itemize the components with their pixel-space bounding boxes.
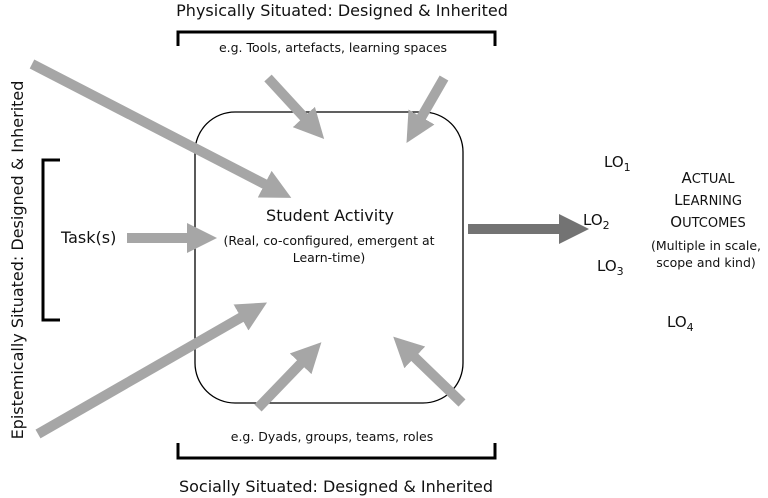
outcomes-line-1: ACTUAL bbox=[681, 169, 735, 187]
physical-title: Physically Situated: Designed & Inherite… bbox=[176, 1, 508, 20]
outcomes-subtitle: (Multiple in scale, scope and kind) bbox=[650, 238, 762, 270]
outcomes-line-2: LEARNING bbox=[674, 191, 742, 209]
activity-subtitle: (Real, co-configured, emergent at Learn-… bbox=[223, 233, 435, 265]
lo-3-label: LO3 bbox=[597, 257, 624, 278]
arrow-physical-left bbox=[264, 74, 325, 140]
activity-title: Student Activity bbox=[266, 206, 394, 225]
arrow-social-right bbox=[393, 336, 466, 407]
epistemic-bracket bbox=[41, 158, 60, 322]
lo-2-label: LO2 bbox=[583, 211, 610, 232]
epistemic-title: Epistemically Situated: Designed & Inher… bbox=[8, 80, 27, 440]
arrow-physical-right bbox=[406, 75, 449, 143]
activity-box bbox=[194, 111, 464, 404]
outcomes-line-3: OUTCOMES bbox=[670, 213, 746, 231]
social-examples: e.g. Dyads, groups, teams, roles bbox=[230, 429, 434, 444]
task-label: Task(s) bbox=[61, 228, 117, 247]
arrow-epistemic-lower bbox=[35, 302, 268, 439]
arrow-social-left bbox=[254, 342, 322, 412]
lo-4-label: LO4 bbox=[667, 313, 694, 334]
physical-examples: e.g. Tools, artefacts, learning spaces bbox=[218, 40, 448, 55]
social-title: Socially Situated: Designed & Inherited bbox=[178, 477, 494, 496]
lo-1-label: LO1 bbox=[604, 153, 631, 174]
arrow-epistemic-upper bbox=[29, 59, 292, 198]
social-bracket bbox=[176, 443, 497, 460]
physical-bracket bbox=[176, 30, 497, 46]
